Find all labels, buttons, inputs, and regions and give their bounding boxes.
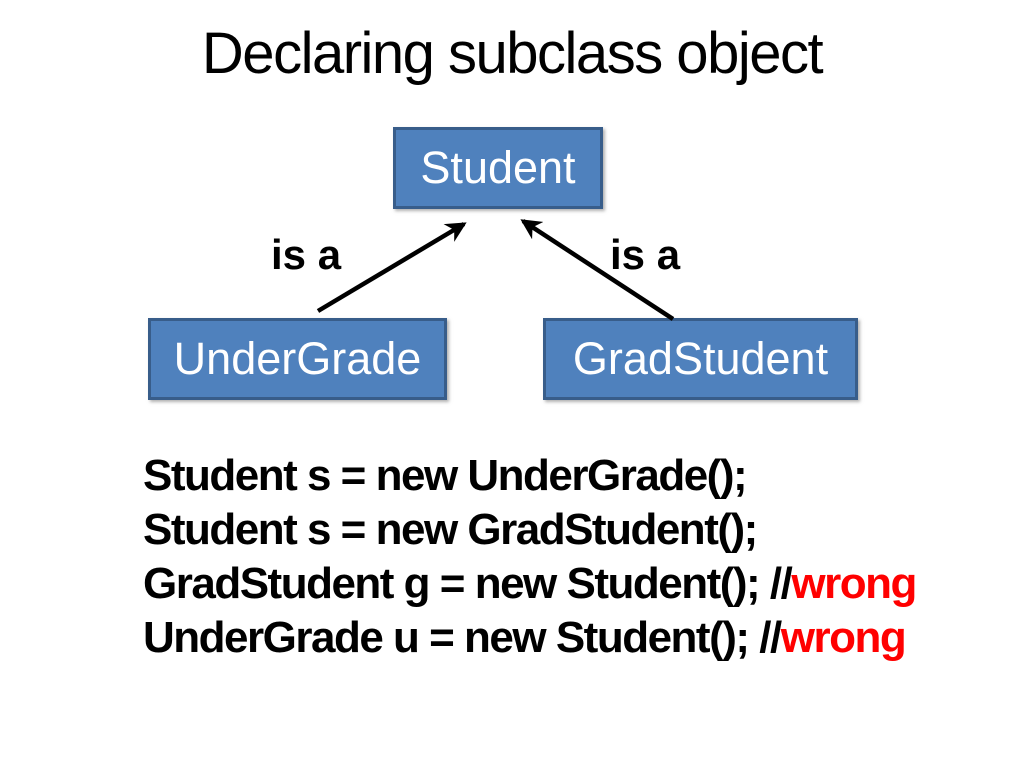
code-line-text: GradStudent g = new Student(); //: [143, 559, 793, 608]
code-line: Student s = new UnderGrade();: [143, 449, 916, 503]
code-line-text: Student s = new UnderGrade();: [143, 451, 748, 500]
class-box-undergrade: UnderGrade: [148, 318, 447, 400]
slide-title: Declaring subclass object: [201, 21, 824, 86]
code-line: GradStudent g = new Student(); //wrong: [143, 557, 917, 611]
class-box-gradstudent: GradStudent: [543, 318, 858, 400]
code-block: Student s = new UnderGrade(); Student s …: [143, 449, 917, 665]
code-line: Student s = new GradStudent();: [143, 503, 916, 557]
class-box-student-label: Student: [420, 142, 576, 193]
is-a-label-left: is a: [271, 231, 342, 278]
is-a-label-right: is a: [610, 231, 681, 278]
code-line-text: Student s = new GradStudent();: [143, 505, 758, 554]
code-comment-wrong: wrong: [780, 613, 907, 662]
class-box-undergrade-label: UnderGrade: [173, 333, 422, 384]
code-comment-wrong: wrong: [791, 559, 917, 608]
code-line: UnderGrade u = new Student(); //wrong: [143, 611, 916, 665]
class-box-gradstudent-label: GradStudent: [572, 333, 829, 384]
code-line-text: UnderGrade u = new Student(); //: [143, 613, 782, 662]
class-box-student: Student: [393, 127, 603, 209]
